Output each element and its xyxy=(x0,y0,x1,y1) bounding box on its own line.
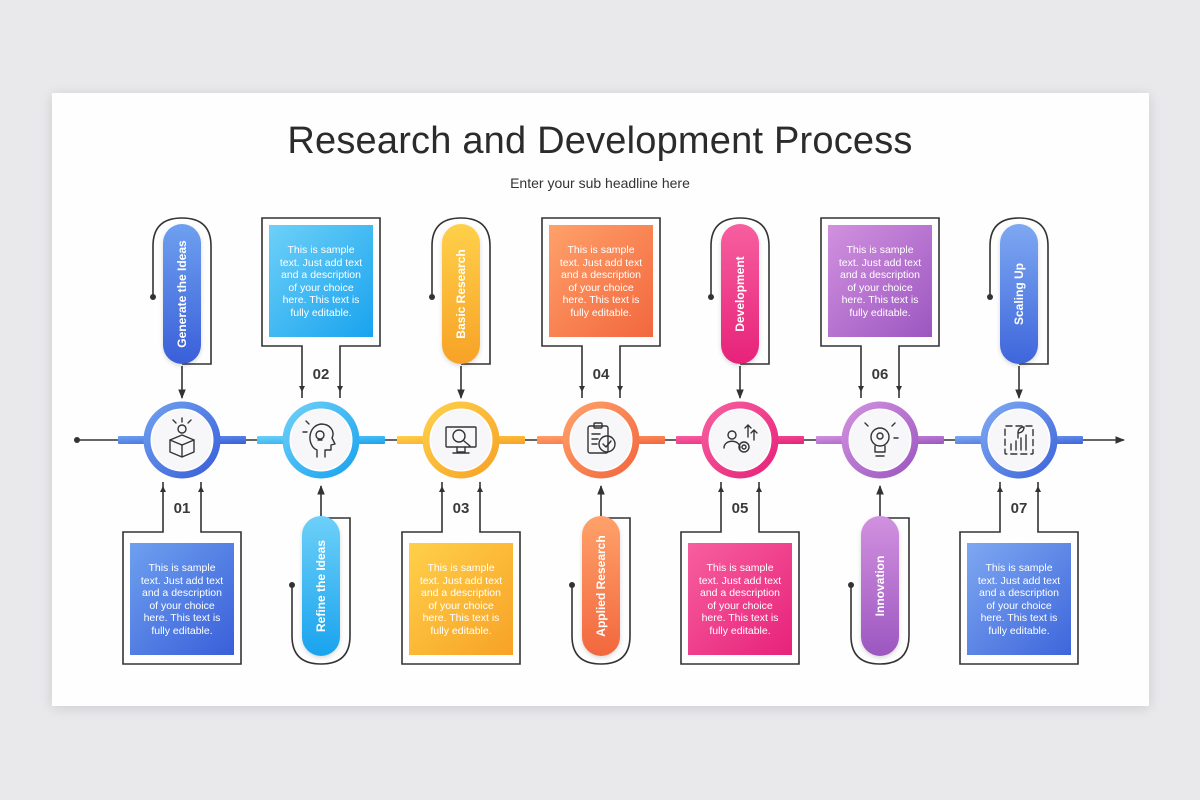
step-number: 01 xyxy=(173,500,191,517)
step-node-ring xyxy=(701,401,779,479)
step-node-ring xyxy=(562,401,640,479)
box-frame xyxy=(122,482,242,665)
step-number: 06 xyxy=(871,366,889,383)
step-node-inner xyxy=(989,410,1049,470)
step-label-pill: Innovation xyxy=(861,516,899,656)
step-label-pill: Development xyxy=(721,224,759,364)
monitor-search-icon xyxy=(445,426,477,454)
head-idea-icon xyxy=(302,420,336,458)
frame-arrow xyxy=(299,386,305,392)
step-description-box: This is sample text. Just add text and a… xyxy=(967,543,1071,655)
pill-loop xyxy=(989,217,1049,365)
connector-dot xyxy=(150,294,156,300)
step-label: Innovation xyxy=(873,555,887,617)
box-frame xyxy=(820,217,940,398)
frame-arrow xyxy=(198,486,204,492)
box-frame xyxy=(541,217,661,398)
pill-loop xyxy=(152,217,212,365)
step-node-inner xyxy=(850,410,910,470)
step-node-ring xyxy=(980,401,1058,479)
step-label-pill: Scaling Up xyxy=(1000,224,1038,364)
step-label-pill: Refine the Ideas xyxy=(302,516,340,656)
step-label-pill: Basic Research xyxy=(442,224,480,364)
step-number: 04 xyxy=(592,366,610,383)
page-title: Research and Development Process xyxy=(287,120,913,162)
frame-arrow xyxy=(1035,486,1041,492)
pill-loop xyxy=(431,217,491,365)
team-growth-icon xyxy=(723,424,758,453)
step-description-box: This is sample text. Just add text and a… xyxy=(269,225,373,337)
pill-loop xyxy=(710,217,770,365)
step-number: 05 xyxy=(731,500,749,517)
box-frame xyxy=(959,482,1079,665)
connector-dot xyxy=(987,294,993,300)
clipboard-check-icon xyxy=(587,422,616,454)
step-number: 02 xyxy=(312,366,330,383)
frame-arrow xyxy=(858,386,864,392)
frame-arrow xyxy=(896,386,902,392)
step-label-pill: Applied Research xyxy=(582,516,620,656)
step-node-ring xyxy=(282,401,360,479)
growth-chart-icon xyxy=(1004,425,1034,455)
pill-loop xyxy=(571,517,631,665)
connector-dot xyxy=(429,294,435,300)
connector-dot xyxy=(848,582,854,588)
step-number: 03 xyxy=(452,500,470,517)
box-frame xyxy=(261,217,381,398)
frame-arrow xyxy=(617,386,623,392)
step-description-box: This is sample text. Just add text and a… xyxy=(828,225,932,337)
step-label: Generate the Ideas xyxy=(175,240,189,348)
connector-dot xyxy=(289,582,295,588)
bulb-gears-icon xyxy=(864,422,899,457)
step-description-box: This is sample text. Just add text and a… xyxy=(688,543,792,655)
step-node-ring xyxy=(841,401,919,479)
step-node-inner xyxy=(152,410,212,470)
step-label-pill: Generate the Ideas xyxy=(163,224,201,364)
step-label: Refine the Ideas xyxy=(314,539,328,633)
step-node-inner xyxy=(571,410,631,470)
step-node-ring xyxy=(422,401,500,479)
connector-dot xyxy=(708,294,714,300)
step-label: Basic Research xyxy=(454,249,468,339)
frame-arrow xyxy=(756,486,762,492)
frame-arrow xyxy=(439,486,445,492)
step-node-inner xyxy=(710,410,770,470)
box-frame xyxy=(401,482,521,665)
step-description-box: This is sample text. Just add text and a… xyxy=(130,543,234,655)
connector-dot xyxy=(569,582,575,588)
pill-loop xyxy=(850,517,910,665)
step-number: 07 xyxy=(1010,500,1028,517)
step-label: Scaling Up xyxy=(1012,262,1026,326)
frame-arrow xyxy=(477,486,483,492)
pill-loop xyxy=(291,517,351,665)
step-description-box: This is sample text. Just add text and a… xyxy=(409,543,513,655)
page-subtitle: Enter your sub headline here xyxy=(510,175,690,191)
frame-arrow xyxy=(160,486,166,492)
step-description-box: This is sample text. Just add text and a… xyxy=(549,225,653,337)
box-lightbulb-icon xyxy=(169,417,195,458)
frame-arrow xyxy=(579,386,585,392)
box-frame xyxy=(680,482,800,665)
timeline-start-dot xyxy=(74,437,80,443)
frame-arrow xyxy=(718,486,724,492)
frame-arrow xyxy=(997,486,1003,492)
step-label: Applied Research xyxy=(594,535,608,637)
step-label: Development xyxy=(733,256,747,332)
step-node-ring xyxy=(143,401,221,479)
frame-arrow xyxy=(337,386,343,392)
step-node-inner xyxy=(431,410,491,470)
